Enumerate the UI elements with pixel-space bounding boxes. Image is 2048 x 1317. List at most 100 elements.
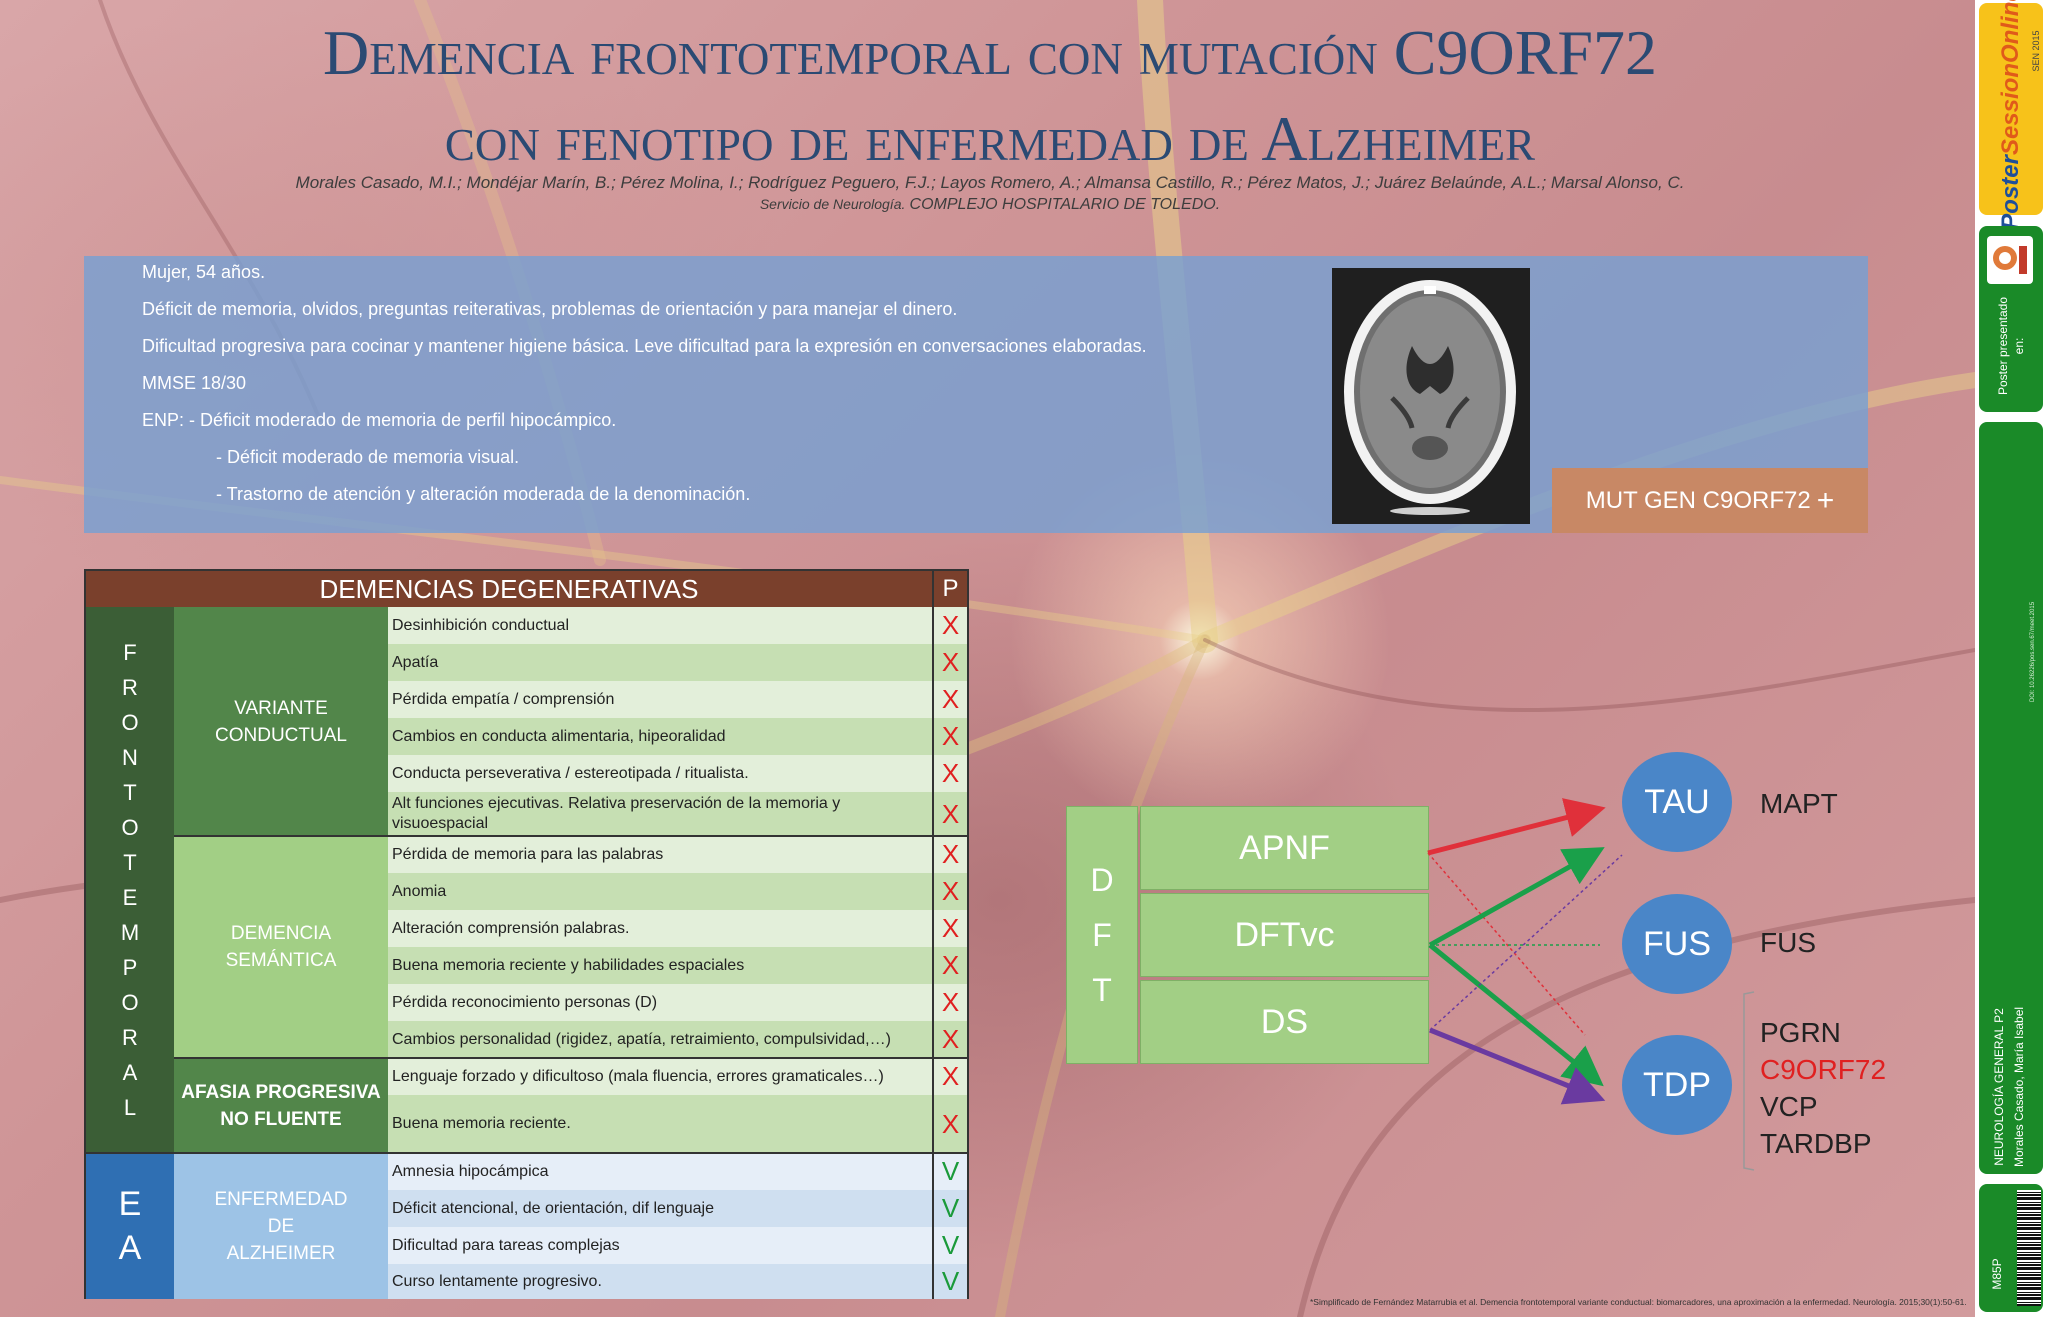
table-row: Buena memoria reciente y habilidades esp… bbox=[388, 947, 932, 984]
table-row: Anomia bbox=[388, 873, 932, 910]
brand-year: SEN 2015 bbox=[2031, 30, 2041, 72]
brand-session: SessionOnline bbox=[1997, 0, 2024, 156]
table-row-mark: V bbox=[932, 1153, 967, 1190]
mutation-badge: MUT GEN C9ORF72 + bbox=[1552, 468, 1868, 533]
table-row-mark: X bbox=[932, 644, 967, 681]
letter: N bbox=[122, 745, 138, 770]
doi-text[interactable]: DOI: 10.26226/pos.sen.67/meet.2015 bbox=[2030, 601, 2036, 703]
letter: O bbox=[121, 990, 139, 1015]
poster-title: Demencia frontotemporal con mutación C9O… bbox=[120, 10, 1860, 182]
table-row: Desinhibición conductual bbox=[388, 607, 932, 644]
society-logo-icon bbox=[1987, 236, 2033, 284]
dft-label: D F T bbox=[1066, 806, 1138, 1064]
table-row: Amnesia hipocámpica bbox=[388, 1153, 932, 1190]
title-line-1: Demencia frontotemporal con mutación C9O… bbox=[322, 17, 1657, 88]
letter: R bbox=[122, 1025, 138, 1050]
letter: E bbox=[122, 885, 138, 910]
case-box: Mujer, 54 años. Déficit de memoria, olvi… bbox=[84, 256, 1868, 533]
case-line: Dificultad progresiva para cocinar y man… bbox=[142, 336, 1147, 356]
poster-code: M85P bbox=[1990, 1258, 2004, 1290]
subtype-dftvc: DFTvc bbox=[1140, 893, 1429, 977]
protein-tau: TAU bbox=[1622, 752, 1732, 852]
table-row-mark: X bbox=[932, 836, 967, 873]
presented-line: Poster presentado bbox=[1996, 296, 2010, 396]
dft-diagram: D F T APNF DFTvc DS bbox=[1066, 806, 1429, 1064]
authors: Morales Casado, M.I.; Mondéjar Marín, B.… bbox=[295, 173, 1685, 192]
table-row: Conducta perseverativa / estereotipada /… bbox=[388, 755, 932, 792]
case-line: ENP: - Déficit moderado de memoria de pe… bbox=[142, 410, 617, 430]
case-line: MMSE 18/30 bbox=[142, 373, 247, 393]
table-row-mark: X bbox=[932, 681, 967, 718]
title-line-2: con fenotipo de enfermedad de Alzheimer bbox=[444, 103, 1536, 174]
table-header: DEMENCIAS DEGENERATIVAS bbox=[86, 571, 932, 607]
letter: F bbox=[123, 640, 137, 665]
group-behavioral-variant: VARIANTE CONDUCTUAL bbox=[174, 607, 388, 836]
group-divider bbox=[86, 1152, 967, 1154]
group-label-line: NO FLUENTE bbox=[220, 1108, 342, 1130]
gene-bracket bbox=[1743, 991, 1755, 1171]
group-divider bbox=[174, 835, 967, 837]
table-row-mark: X bbox=[932, 1095, 967, 1153]
letter: M bbox=[120, 920, 140, 945]
letter: F bbox=[1092, 916, 1112, 953]
group-label-line: DEMENCIA bbox=[230, 923, 332, 944]
table-row: Curso lentamente progresivo. bbox=[388, 1264, 932, 1299]
table-row: Buena memoria reciente. bbox=[388, 1095, 932, 1153]
letter: A bbox=[118, 1229, 142, 1267]
letter: P bbox=[122, 955, 138, 980]
table-row: Cambios personalidad (rigidez, apatía, r… bbox=[388, 1021, 932, 1058]
ct-scan-image bbox=[1332, 268, 1530, 524]
table-row: Lenguaje forzado y dificultoso (mala flu… bbox=[388, 1058, 932, 1095]
group-label-line: VARIANTE bbox=[234, 697, 328, 719]
group-divider bbox=[174, 1057, 967, 1059]
case-line: - Déficit moderado de memoria visual. bbox=[216, 447, 520, 467]
table-row-mark: X bbox=[932, 984, 967, 1021]
letter: T bbox=[123, 780, 137, 805]
arrow-dftvc-tau bbox=[1428, 847, 1605, 948]
gene-mapt: MAPT bbox=[1760, 788, 1838, 819]
arrow-apnf-tau bbox=[1427, 798, 1606, 856]
table-row-mark: X bbox=[932, 947, 967, 984]
session-name: NEUROLOGÍA GENERAL P2 bbox=[1992, 1008, 2006, 1166]
group-label-line: DE bbox=[267, 1215, 295, 1237]
letter: T bbox=[1092, 971, 1112, 1008]
table-row: Déficit atencional, de orientación, dif … bbox=[388, 1190, 932, 1227]
table-row-mark: X bbox=[932, 1058, 967, 1095]
gene-fus: FUS bbox=[1760, 927, 1816, 958]
letter: E bbox=[118, 1185, 142, 1223]
barcode-icon bbox=[2017, 1190, 2041, 1306]
gene-vcp: VCP bbox=[1760, 1091, 1818, 1122]
gene-tardbp: TARDBP bbox=[1760, 1128, 1872, 1159]
footnote: *Simplificado de Fernández Matarrubia et… bbox=[1310, 1297, 1967, 1307]
table-row-mark: X bbox=[932, 607, 967, 644]
table-row-mark: X bbox=[932, 873, 967, 910]
session-info-panel: DOI: 10.26226/pos.sen.67/meet.2015 NEURO… bbox=[1979, 422, 2043, 1174]
letter: R bbox=[122, 675, 138, 700]
case-line: - Trastorno de atención y alteración mod… bbox=[216, 484, 751, 504]
letter: A bbox=[122, 1060, 138, 1085]
letter: T bbox=[123, 850, 137, 875]
table-row: Dificultad para tareas complejas bbox=[388, 1227, 932, 1264]
table-row: Cambios en conducta alimentaria, hipeora… bbox=[388, 718, 932, 755]
table-row-mark: V bbox=[932, 1227, 967, 1264]
letter: O bbox=[121, 710, 139, 735]
protein-fus: FUS bbox=[1622, 894, 1732, 994]
frontotemporal-vertical-label: F R O N T O T E M P O R A L bbox=[86, 607, 174, 1153]
gene-pgrn: PGRN bbox=[1760, 1017, 1841, 1048]
degenerative-dementias-table: DEMENCIAS DEGENERATIVAS P F R O N T O T … bbox=[84, 569, 969, 1299]
group-semantic-dementia: DEMENCIA SEMÁNTICA bbox=[174, 836, 388, 1058]
brand-poster: Poster bbox=[1997, 155, 2024, 230]
subtype-ds: DS bbox=[1140, 980, 1429, 1064]
table-row: Pérdida de memoria para las palabras bbox=[388, 836, 932, 873]
table-row: Pérdida empatía / comprensión bbox=[388, 681, 932, 718]
table-row-mark: X bbox=[932, 755, 967, 792]
poster-session-online-logo[interactable]: PosterSessionOnline SEN 2015 bbox=[1979, 0, 2043, 230]
table-row-mark: X bbox=[932, 1021, 967, 1058]
case-line: Déficit de memoria, olvidos, preguntas r… bbox=[142, 299, 958, 319]
table-row: Pérdida reconocimiento personas (D) bbox=[388, 984, 932, 1021]
group-label-line: SEMÁNTICA bbox=[225, 950, 337, 971]
presented-at-panel: Poster presentado en: bbox=[1979, 226, 2043, 412]
arrow-apnf-tdp-dotted bbox=[1427, 852, 1586, 1036]
group-label-line: CONDUCTUAL bbox=[215, 724, 347, 746]
